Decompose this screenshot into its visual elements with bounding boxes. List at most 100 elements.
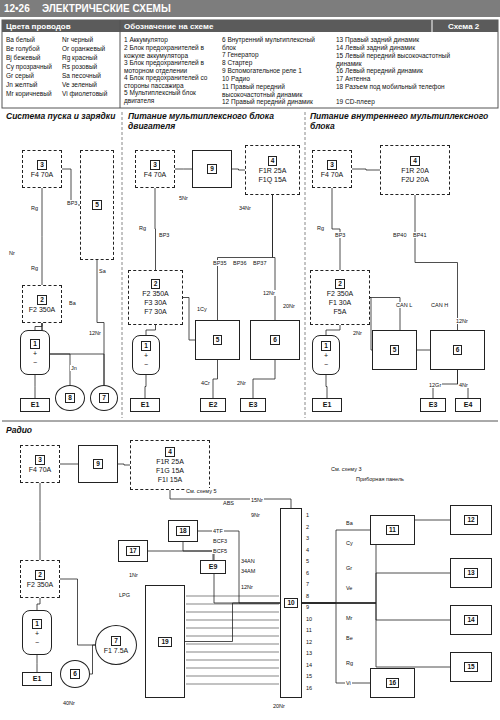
wire-code: Ba [68, 300, 77, 306]
component-box: 17 [118, 540, 148, 562]
table-heading: Схема 2 [448, 22, 479, 31]
component-label: E2 [209, 401, 218, 409]
component-label: F1 30A [329, 299, 352, 307]
callout-number: 4 [410, 156, 420, 166]
wire-code: Jn [70, 365, 78, 371]
ground-point: E1 [312, 398, 342, 412]
component-label: F2 350A [27, 581, 53, 589]
callout-number: 3 [37, 160, 47, 170]
wire-code: 15 [305, 673, 313, 679]
component-label: F2U 20A [401, 176, 429, 184]
wire-connector [302, 530, 370, 603]
component-label: F2 350A [327, 290, 353, 298]
wire-connector [42, 323, 104, 385]
wire-code: 7 [305, 581, 310, 587]
component-label: F4 70A [321, 171, 344, 179]
legend-entry: 2 Блок предохранителей в кожухе аккумуля… [124, 44, 220, 59]
component-label: F2 350A [142, 290, 168, 298]
legend-entry: 5 Мультиплексный блок двигателя [124, 89, 220, 104]
wire-code: BP37 [252, 260, 267, 266]
wire-connector [60, 464, 78, 465]
wire-code: Rg [316, 225, 325, 231]
table-heading: Цвета проводов [6, 22, 71, 31]
wire-code: 4Nr [458, 382, 469, 388]
legend-entry: 12 Правый передний динамик [222, 98, 330, 106]
component-label: F4 70A [31, 171, 54, 179]
wire-code: BCF3 [212, 538, 228, 544]
wire-code: BP36 [232, 260, 247, 266]
wire-code: BP40 [392, 232, 407, 238]
component-label: F1G 15A [156, 467, 184, 475]
component-box: 14 [450, 605, 492, 635]
legend-entry: Cy прозрачный [6, 63, 52, 71]
fuse-box: 3F4 70A [22, 150, 62, 188]
component-label: − [33, 359, 37, 367]
legend-entry: Ve зеленый [62, 81, 97, 89]
component-label: F3 30A [144, 299, 167, 307]
callout-number: 14 [464, 615, 477, 625]
wire [186, 596, 279, 597]
section-title: Питание внутреннего мультиплексного блок… [310, 112, 495, 132]
legend-entry: Sa песочный [62, 72, 101, 80]
component-box: 5 [372, 330, 417, 370]
wire-connector [326, 325, 340, 335]
wire-code: См. схему 5 [185, 488, 218, 494]
legend-entry: Vi фиолетовый [62, 90, 107, 98]
section-divider [305, 112, 306, 418]
wire-connector [183, 298, 195, 341]
wire-code: 12 [305, 639, 313, 645]
battery-symbol: 1+− [132, 335, 160, 375]
legend-entry: Ba белый [6, 36, 35, 44]
legend-entry: 15 Левый передний высокочастотный динами… [336, 52, 456, 67]
wire-code: Ba [345, 520, 354, 526]
wire-connector [198, 531, 280, 603]
ground-point: E1 [20, 398, 50, 412]
callout-number: 5 [390, 345, 400, 355]
legend-entry: 1 Аккумулятор [124, 36, 220, 44]
wire-connector [213, 360, 218, 398]
component-box: 13 [450, 558, 492, 588]
wire-connector [60, 579, 95, 645]
callout-number: 2 [37, 295, 47, 305]
wire-connector [155, 188, 157, 270]
machine-symbol: 7 [90, 385, 118, 411]
wire-code: 10 [305, 616, 313, 622]
battery-symbol: 1+− [22, 610, 52, 655]
wire-connector [302, 603, 370, 683]
wire-code: 34AN [240, 558, 256, 564]
callout-number: 3 [327, 160, 337, 170]
wire [186, 652, 279, 653]
callout-number: 5 [213, 335, 223, 345]
legend-entry: Gr серый [6, 72, 34, 80]
ground-point: E9 [200, 560, 226, 574]
wire-code: BP3 [66, 200, 78, 206]
fuse-box: 2F2 350A [20, 560, 60, 598]
wire-connector [352, 169, 380, 170]
legend-entry: Be голубой [6, 45, 40, 53]
component-label: F1R 25A [156, 458, 184, 466]
component-box: 15 [450, 652, 492, 682]
component-box: 12 [450, 505, 492, 535]
component-label: + [324, 352, 328, 360]
wire-code: 20Nr [272, 703, 286, 709]
machine-symbol: 7F1 7.5A [95, 625, 137, 665]
wire-connector [332, 188, 340, 270]
component-box: 11 [370, 515, 415, 545]
component-label: F1Q 15A [258, 176, 286, 184]
component-label: − [144, 361, 148, 369]
wire-code: BP3 [334, 232, 346, 238]
wire-code: Vi [345, 680, 352, 686]
callout-number: 1 [321, 341, 331, 351]
ground-point: E1 [130, 398, 160, 412]
component-label: F1R 25A [259, 167, 287, 175]
callout-number: 4 [268, 156, 278, 166]
wire-code: 3 [305, 535, 310, 541]
component-box: 6 [250, 320, 300, 360]
component-box: 9 [192, 150, 232, 188]
legend-entry: Or оранжевый [62, 45, 105, 53]
wire-code: См. схему 3 [330, 466, 363, 472]
component-label: + [144, 352, 148, 360]
wire-code: Приборная панель [355, 476, 405, 482]
section-title: Радио [6, 426, 32, 436]
